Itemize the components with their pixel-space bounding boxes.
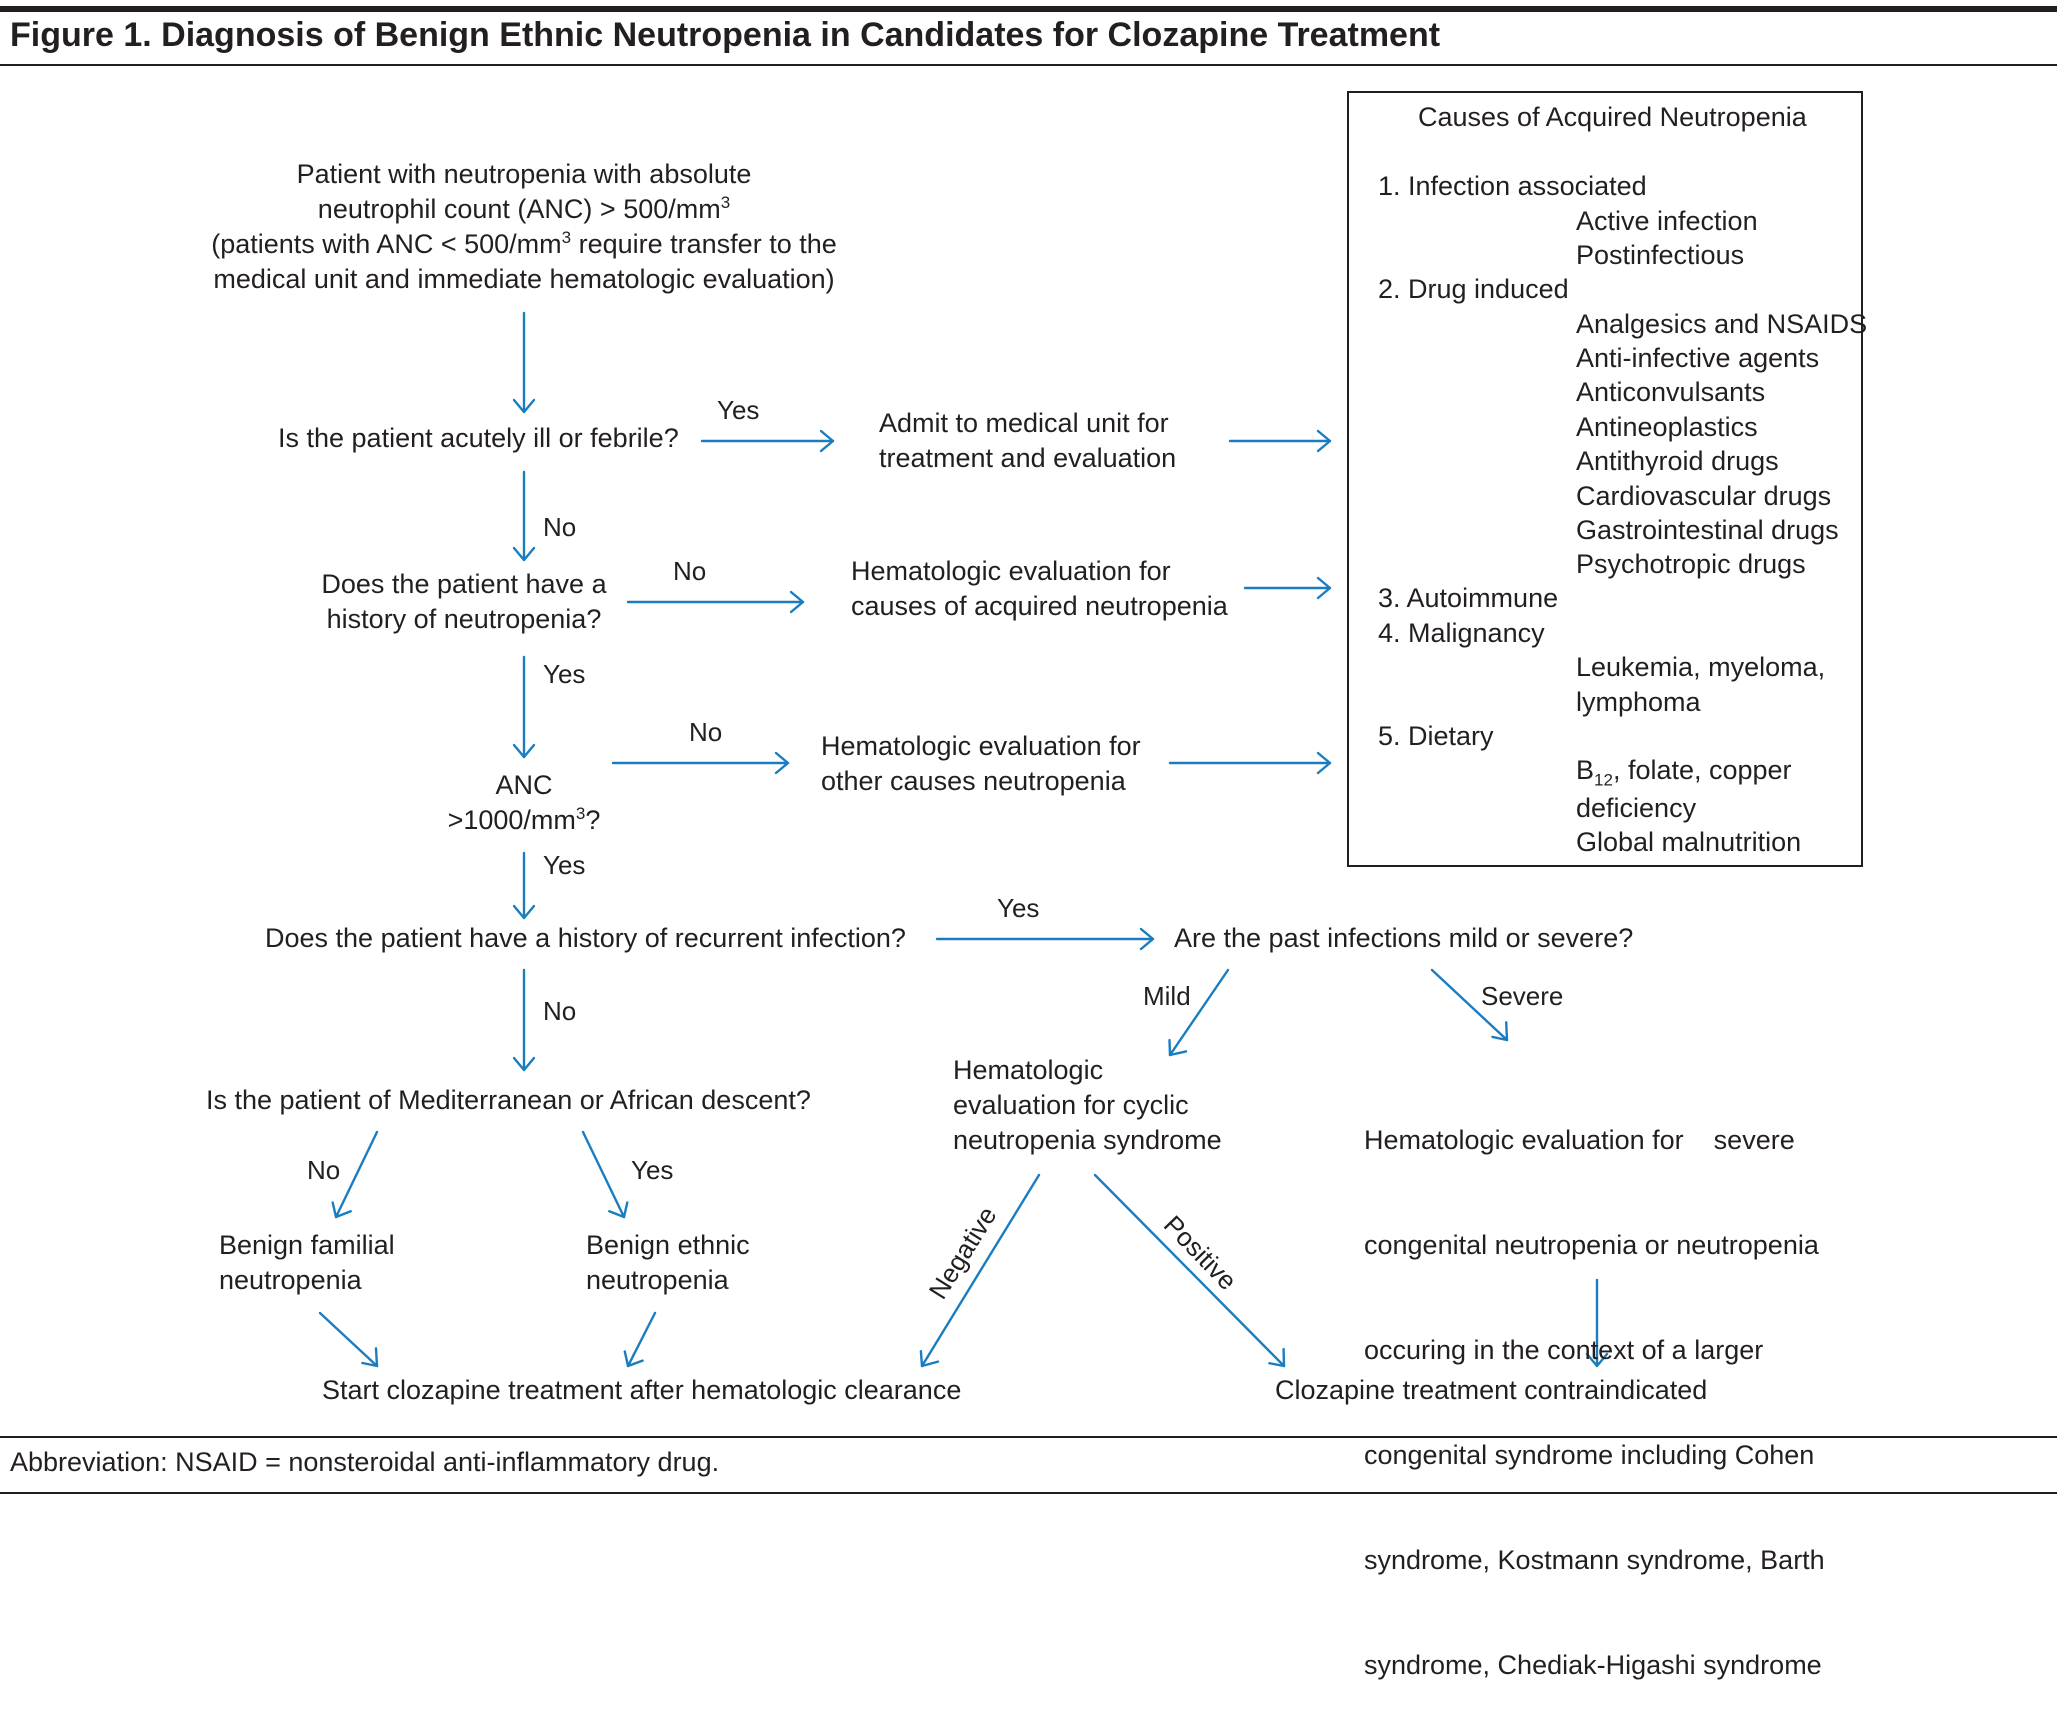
arrow-descent-yes [581,1130,626,1219]
node-benign-familial: Benign familial neutropenia [219,1230,395,1295]
node-clozapine-contraindicated: Clozapine treatment contraindicated [1275,1375,1708,1405]
cause-drug-analgesics: Analgesics and NSAIDS [1576,309,1868,339]
cause-drug: 2. Drug induced [1378,274,1569,304]
label-no-descent: No [307,1155,341,1185]
cause-drug-antiinfective: Anti-infective agents [1576,343,1820,373]
cause-drug-gastrointestinal: Gastrointestinal drugs [1576,515,1839,545]
causes-box [1347,91,1863,867]
start-line4: medical unit and immediate hematologic e… [213,264,835,294]
cause-drug-anticonvulsants: Anticonvulsants [1576,377,1766,407]
cause-drug-antithyroid: Antithyroid drugs [1576,446,1779,476]
node-eval-other: Hematologic evaluation for other causes … [821,731,1141,796]
cause-malignancy-lymphoma: lymphoma [1576,687,1701,717]
node-eval-cyclic: Hematologic evaluation for cyclic neutro… [953,1055,1222,1155]
label-yes-descent: Yes [631,1155,674,1185]
label-no-acute: No [543,512,577,542]
node-admit: Admit to medical unit for treatment and … [879,408,1177,473]
question-descent: Is the patient of Mediterranean or Afric… [206,1085,811,1115]
label-no-history: No [673,556,707,586]
top-rule [0,6,2057,12]
label-yes-recurrent: Yes [997,893,1040,923]
arrow-negative [920,1173,1041,1368]
node-eval-acquired: Hematologic evaluation for causes of acq… [851,556,1228,621]
footer-top-rule [0,1436,2057,1438]
cause-infection-post: Postinfectious [1576,240,1745,270]
flow-arrows [318,311,1609,1368]
title-rule [0,64,2057,66]
node-benign-ethnic: Benign ethnic neutropenia [586,1230,750,1295]
cause-drug-psychotropic: Psychotropic drugs [1576,549,1806,579]
cause-dietary-b12: B12, folate, copper [1576,755,1792,790]
question-recurrent-infection: Does the patient have a history of recur… [265,923,906,953]
cause-drug-cardiovascular: Cardiovascular drugs [1576,481,1832,511]
arrow-severe [1430,968,1509,1042]
question-acute-ill: Is the patient acutely ill or febrile? [278,423,679,453]
start-node: Patient with neutropenia with absolute n… [124,157,924,297]
start-line1: Patient with neutropenia with absolute [296,159,752,189]
footer-abbreviation: Abbreviation: NSAID = nonsteroidal anti-… [10,1447,720,1477]
cause-autoimmune: 3. Autoimmune [1378,583,1559,613]
label-no-recurrent: No [543,996,577,1026]
label-no-anc: No [689,717,723,747]
arrow-positive [1093,1173,1286,1368]
label-severe: Severe [1481,981,1564,1011]
arrow-ethnic-to-start [626,1311,657,1368]
start-line3: (patients with ANC < 500/mm3 require tra… [211,228,837,259]
footer-bottom-rule [0,1492,2057,1494]
question-history-neutropenia: Does the patient have a history of neutr… [321,569,607,634]
label-yes-history: Yes [543,659,586,689]
arrow-mild [1168,968,1230,1057]
cause-drug-antineoplastics: Antineoplastics [1576,412,1758,442]
label-yes-anc: Yes [543,850,586,880]
cause-dietary-malnutrition: Global malnutrition [1576,827,1802,857]
cause-infection-active: Active infection [1576,206,1758,236]
start-line2: neutrophil count (ANC) > 500/mm3 [317,193,731,224]
cause-dietary: 5. Dietary [1378,721,1494,751]
arrow-descent-no [334,1130,379,1219]
node-start-clozapine: Start clozapine treatment after hematolo… [322,1375,962,1405]
cause-malignancy-types: Leukemia, myeloma, [1576,652,1826,682]
label-yes-acute: Yes [717,395,760,425]
cause-dietary-deficiency: deficiency [1576,793,1697,823]
question-mild-severe: Are the past infections mild or severe? [1174,923,1634,953]
question-anc: ANC >1000/mm3? [447,770,601,835]
cause-infection: 1. Infection associated [1378,171,1647,201]
causes-box-title: Causes of Acquired Neutropenia [1418,102,1807,132]
label-mild: Mild [1143,981,1191,1011]
arrow-familial-to-start [318,1311,379,1368]
cause-malignancy: 4. Malignancy [1378,618,1545,648]
figure-title: Figure 1. Diagnosis of Benign Ethnic Neu… [10,16,1441,54]
